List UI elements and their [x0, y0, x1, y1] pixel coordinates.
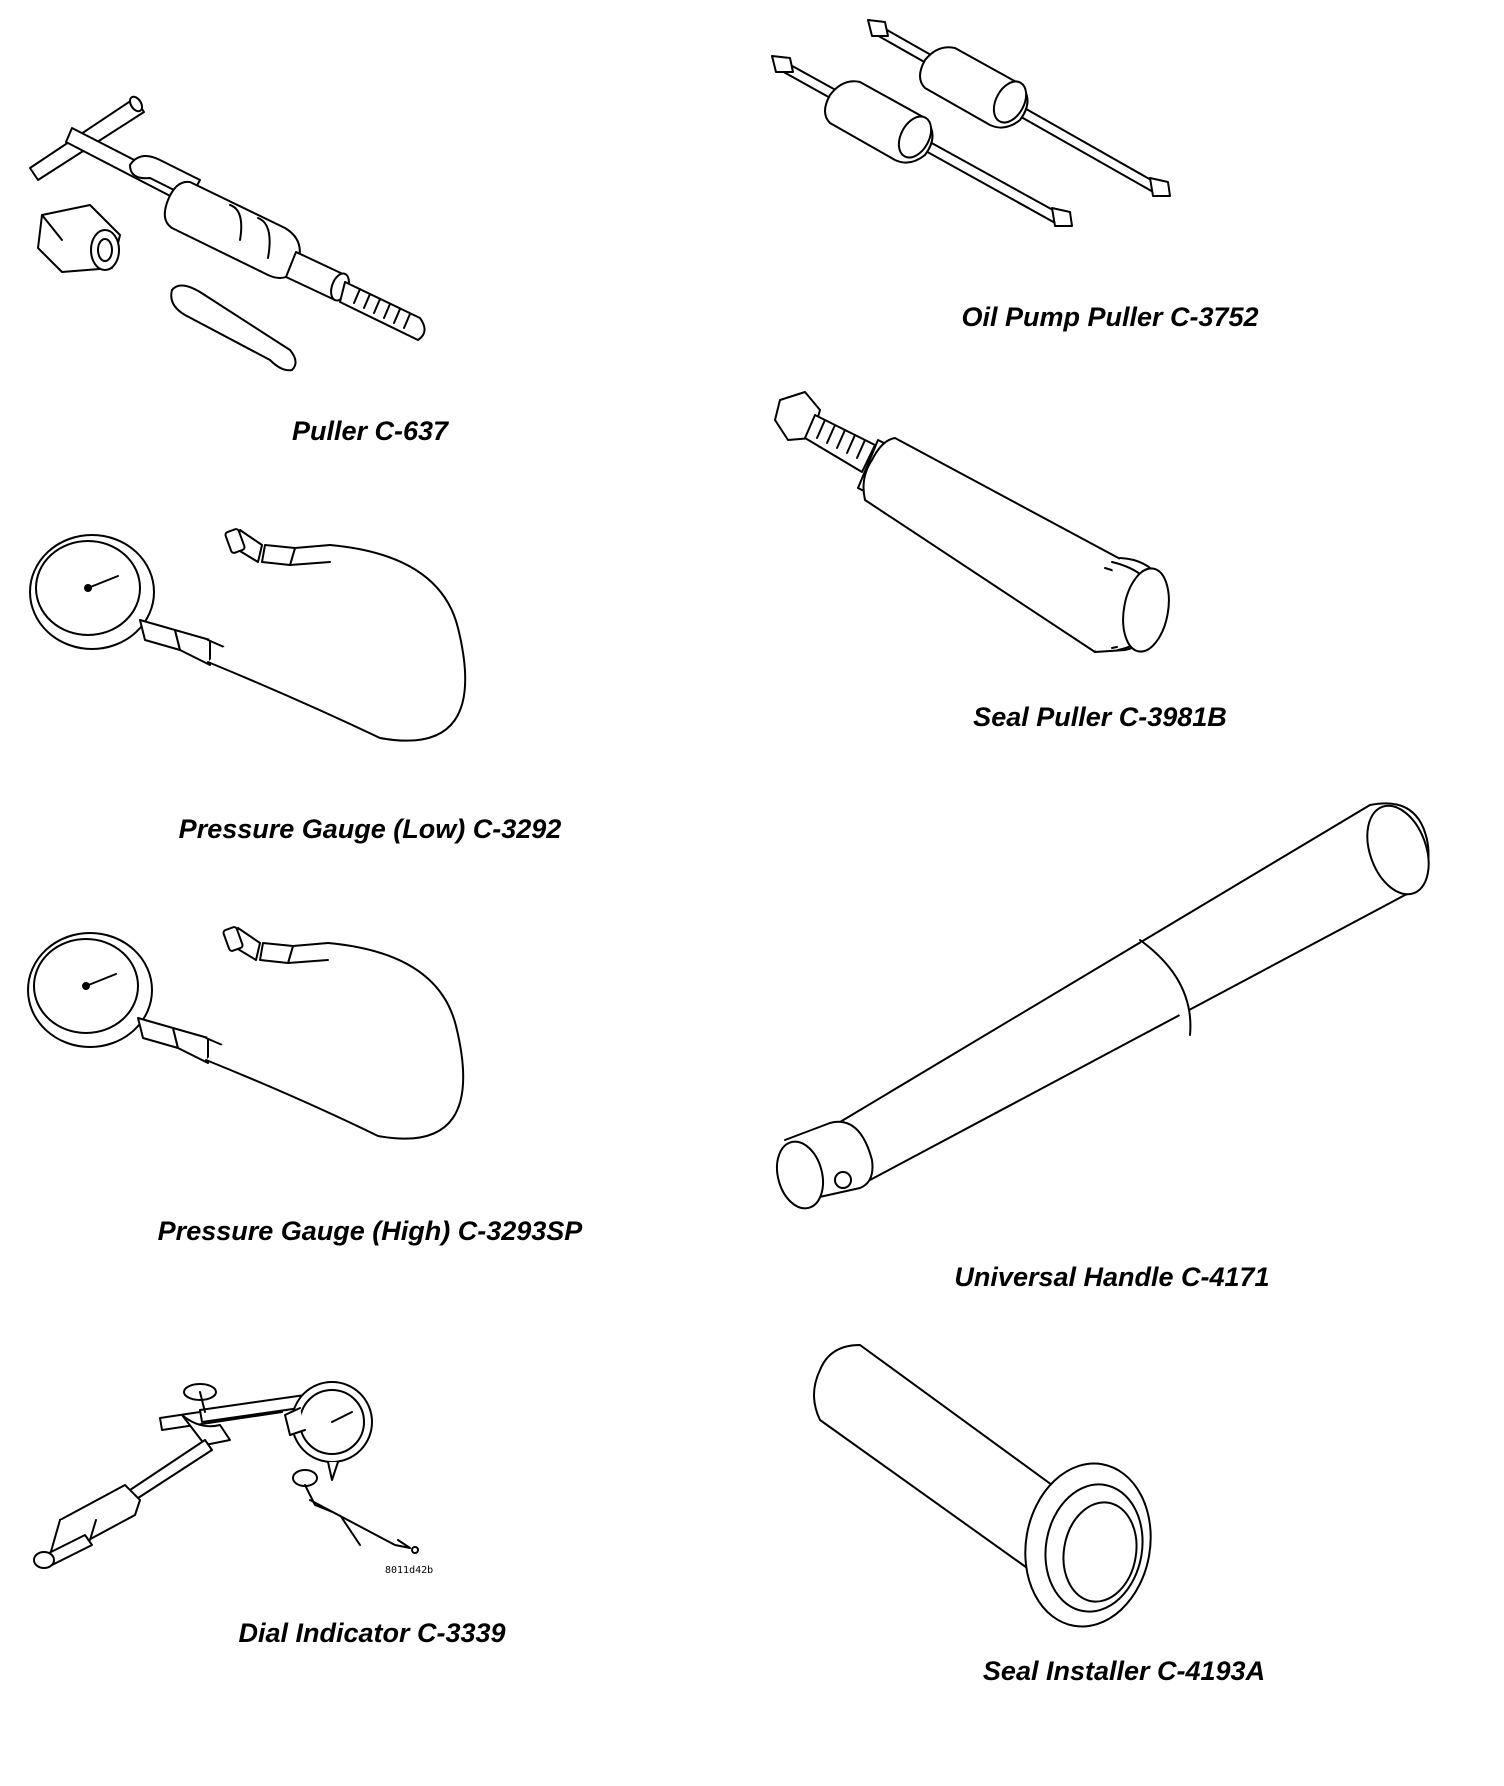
caption-pressure-gauge-low: Pressure Gauge (Low) C-3292	[178, 814, 562, 844]
caption-seal-installer: Seal Installer C-4193A	[982, 1656, 1266, 1686]
oil-pump-puller-illustration	[772, 20, 1170, 226]
seal-installer-illustration	[814, 1345, 1163, 1637]
figure-code: 8011d42b	[385, 1565, 434, 1576]
caption-seal-puller: Seal Puller C-3981B	[973, 702, 1227, 732]
universal-handle-illustration	[770, 797, 1440, 1213]
seal-puller-illustration	[775, 392, 1175, 655]
caption-pressure-gauge-high: Pressure Gauge (High) C-3293SP	[157, 1216, 583, 1246]
dial-indicator-illustration	[34, 1382, 418, 1568]
caption-universal-handle: Universal Handle C-4171	[954, 1262, 1270, 1292]
pressure-gauge-low-illustration	[30, 528, 465, 740]
caption-dial-indicator: Dial Indicator C-3339	[238, 1618, 506, 1648]
caption-oil-pump-puller: Oil Pump Puller C-3752	[961, 302, 1259, 332]
caption-puller-c637: Puller C-637	[291, 416, 449, 446]
pressure-gauge-high-illustration	[28, 926, 463, 1138]
puller-c637-illustration	[30, 95, 425, 371]
